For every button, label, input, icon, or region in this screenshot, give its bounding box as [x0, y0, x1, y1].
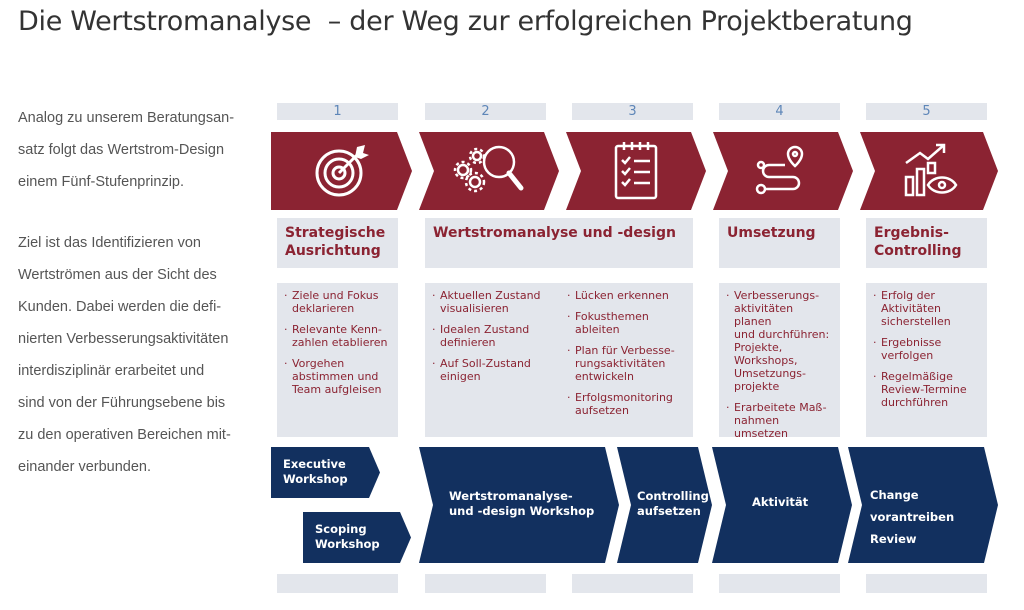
chevron-shape — [271, 447, 380, 498]
activity-change: Change vorantreiben Review — [848, 447, 998, 563]
step-banner-4 — [713, 132, 853, 210]
heading-implementation: Umsetzung — [719, 218, 840, 268]
footer-bar-3 — [572, 574, 693, 593]
step-banner-2 — [419, 132, 559, 210]
list-item: Idealen Zustand definieren — [431, 323, 559, 349]
list-item: Erarbeitete Maß- nahmen umsetzen — [725, 401, 834, 440]
chart-eye-icon — [904, 143, 958, 197]
activity-label: Aktivität — [752, 495, 809, 509]
intro-paragraph-1: Analog zu unserem Beratungsan- satz folg… — [18, 110, 235, 190]
details-controlling: Erfolg der Aktivitäten sicherstellen Erg… — [866, 283, 987, 437]
step-banner-5 — [860, 132, 998, 210]
list-item: Ziele und Fokus deklarieren — [283, 289, 392, 315]
activity-label: Executive Workshop — [283, 457, 348, 486]
chevron-shape — [303, 512, 411, 563]
activity-executive-workshop: Executive Workshop — [271, 447, 380, 498]
activity-controlling: Controlling aufsetzen — [617, 447, 712, 563]
footer-bar-5 — [866, 574, 987, 593]
step-number-3: 3 — [572, 103, 693, 120]
list-item: Erfolg der Aktivitäten sicherstellen — [872, 289, 981, 328]
step-banner-3 — [566, 132, 706, 210]
footer-bar-2 — [425, 574, 546, 593]
list-item: Vorgehen abstimmen und Team aufgleisen — [283, 357, 392, 396]
step-number-5: 5 — [866, 103, 987, 120]
details-analysis-right: Lücken erkennen Fokusthemen ableiten Pla… — [566, 289, 690, 425]
heading-strategy: Strategische Ausrichtung — [277, 218, 398, 268]
list-item: Relevante Kenn- zahlen etablieren — [283, 323, 392, 349]
chevron-shape — [617, 447, 712, 563]
step-banner-1 — [271, 132, 412, 210]
list-item: Lücken erkennen — [566, 289, 690, 302]
target-icon — [315, 145, 369, 197]
list-item: Fokusthemen ableiten — [566, 310, 690, 336]
activity-scoping-workshop: Scoping Workshop — [303, 512, 411, 563]
activity-label: Controlling aufsetzen — [637, 489, 709, 518]
checklist-icon — [614, 142, 658, 200]
gears-magnifier-icon — [453, 145, 524, 193]
chevron-shape — [419, 447, 619, 563]
details-implementation: Verbesserungs- aktivitäten planen und du… — [719, 283, 840, 440]
footer-bar-4 — [719, 574, 840, 593]
list-item: Aktuellen Zustand visualisieren — [431, 289, 559, 315]
step-number-1: 1 — [277, 103, 398, 120]
banner-shape — [419, 132, 559, 210]
list-item: Verbesserungs- aktivitäten planen und du… — [725, 289, 834, 393]
activity-analysis-workshop: Wertstromanalyse- und -design Workshop — [419, 447, 619, 563]
heading-label: Ergebnis- Controlling — [874, 225, 962, 259]
list-item: Ergebnisse verfolgen — [872, 336, 981, 362]
activity-aktivitaet: Aktivität — [712, 447, 852, 563]
list-item: Regelmäßige Review-Termine durchführen — [872, 370, 981, 409]
list-item: Plan für Verbesse- rungsaktivitäten entw… — [566, 344, 690, 383]
heading-label: Strategische Ausrichtung — [285, 225, 386, 259]
intro-paragraph-2: Ziel ist das Identifizieren von Wertströ… — [18, 235, 231, 475]
route-icon — [755, 145, 804, 195]
heading-controlling: Ergebnis- Controlling — [866, 218, 987, 268]
list-item: Erfolgsmonitoring aufsetzen — [566, 391, 690, 417]
chevron-shape — [848, 447, 998, 563]
chevron-shape — [712, 447, 852, 563]
list-item: Auf Soll-Zustand einigen — [431, 357, 559, 383]
step-number-2: 2 — [425, 103, 546, 120]
details-analysis: Aktuellen Zustand visualisieren Idealen … — [425, 283, 693, 437]
details-strategy: Ziele und Fokus deklarieren Relevante Ke… — [277, 283, 398, 437]
intro-text: Analog zu unserem Beratungsan- satz folg… — [18, 102, 243, 483]
footer-bar-1 — [277, 574, 398, 593]
step-number-4: 4 — [719, 103, 840, 120]
heading-label: Umsetzung — [727, 225, 816, 241]
page-title: Die Wertstromanalyse – der Weg zur erfol… — [18, 6, 913, 37]
heading-label: Wertstromanalyse und -design — [433, 225, 676, 241]
heading-analysis: Wertstromanalyse und -design — [425, 218, 693, 268]
banner-shape — [713, 132, 853, 210]
activity-label: Wertstromanalyse- und -design Workshop — [449, 489, 595, 518]
activity-label: Change vorantreiben Review — [870, 488, 955, 546]
details-analysis-left: Aktuellen Zustand visualisieren Idealen … — [431, 289, 559, 391]
activity-label: Scoping Workshop — [315, 522, 380, 551]
